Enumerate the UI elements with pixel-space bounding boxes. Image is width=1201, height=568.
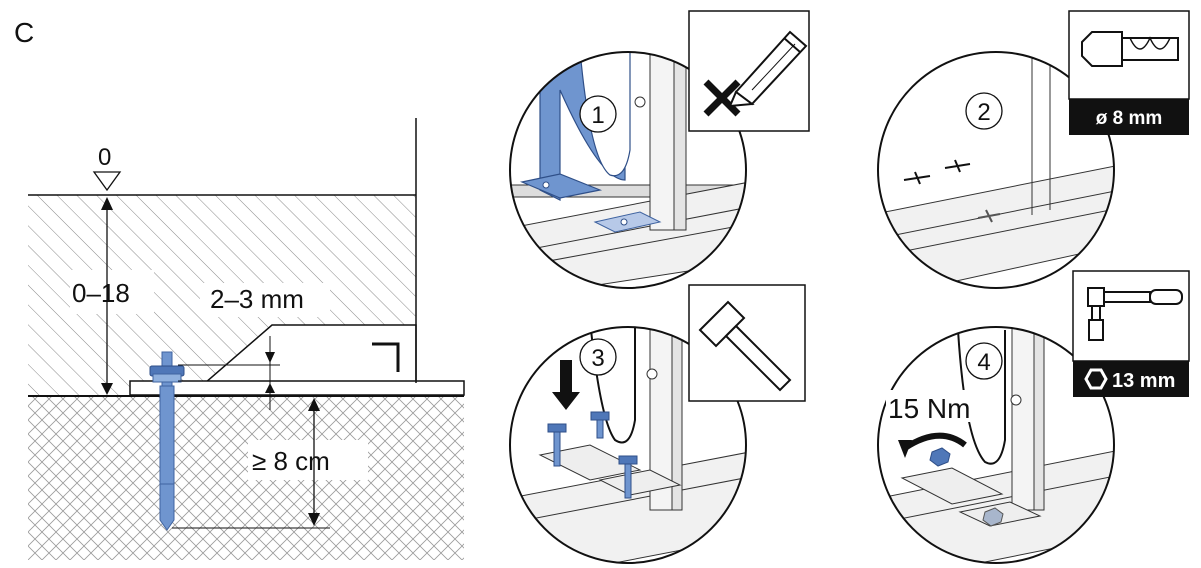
- level-triangle-icon: [92, 171, 122, 192]
- step-4-number: 4: [977, 349, 990, 376]
- cross-section-drawing: 0 0–18 2–3 mm ≥ 8 cm: [28, 118, 465, 560]
- step-3-detail: 3: [509, 326, 747, 564]
- corner-symbol: [372, 342, 400, 372]
- hammer-icon: [698, 300, 792, 392]
- hex-socket-icon: [1084, 368, 1108, 390]
- drill-bit-icon: [1081, 31, 1179, 67]
- height-range-label: 0–18: [72, 278, 130, 308]
- gap-label: 2–3 mm: [210, 284, 304, 314]
- step-3-number: 3: [591, 345, 604, 372]
- pencil-mark-icon: [703, 30, 808, 117]
- anchor-bolt: [149, 351, 185, 531]
- step-2-number: 2: [977, 99, 990, 126]
- step-1-tool-box: [688, 10, 810, 132]
- section-letter: C: [14, 17, 34, 48]
- step-4-detail: 4 15 Nm: [877, 326, 1115, 564]
- drill-size-label: ø 8 mm: [1096, 108, 1163, 129]
- base-plate: [129, 380, 465, 396]
- top-level-label: 0: [98, 144, 111, 171]
- step-2-tool-box: ø 8 mm: [1068, 10, 1190, 135]
- step-3-tool-box: [688, 284, 806, 402]
- step-1-number: 1: [591, 102, 604, 129]
- socket-size-label: 13 mm: [1112, 370, 1175, 392]
- concrete-base: [28, 396, 464, 560]
- torque-label: 15 Nm: [888, 393, 970, 424]
- rotate-arrow-icon: [903, 432, 967, 451]
- socket-wrench-icon: [1087, 287, 1183, 341]
- step-4-tool-box: 13 mm: [1072, 270, 1190, 397]
- step-2-detail: 2: [877, 51, 1115, 289]
- anchor-depth-label: ≥ 8 cm: [252, 446, 330, 476]
- down-arrow-icon: [552, 360, 580, 410]
